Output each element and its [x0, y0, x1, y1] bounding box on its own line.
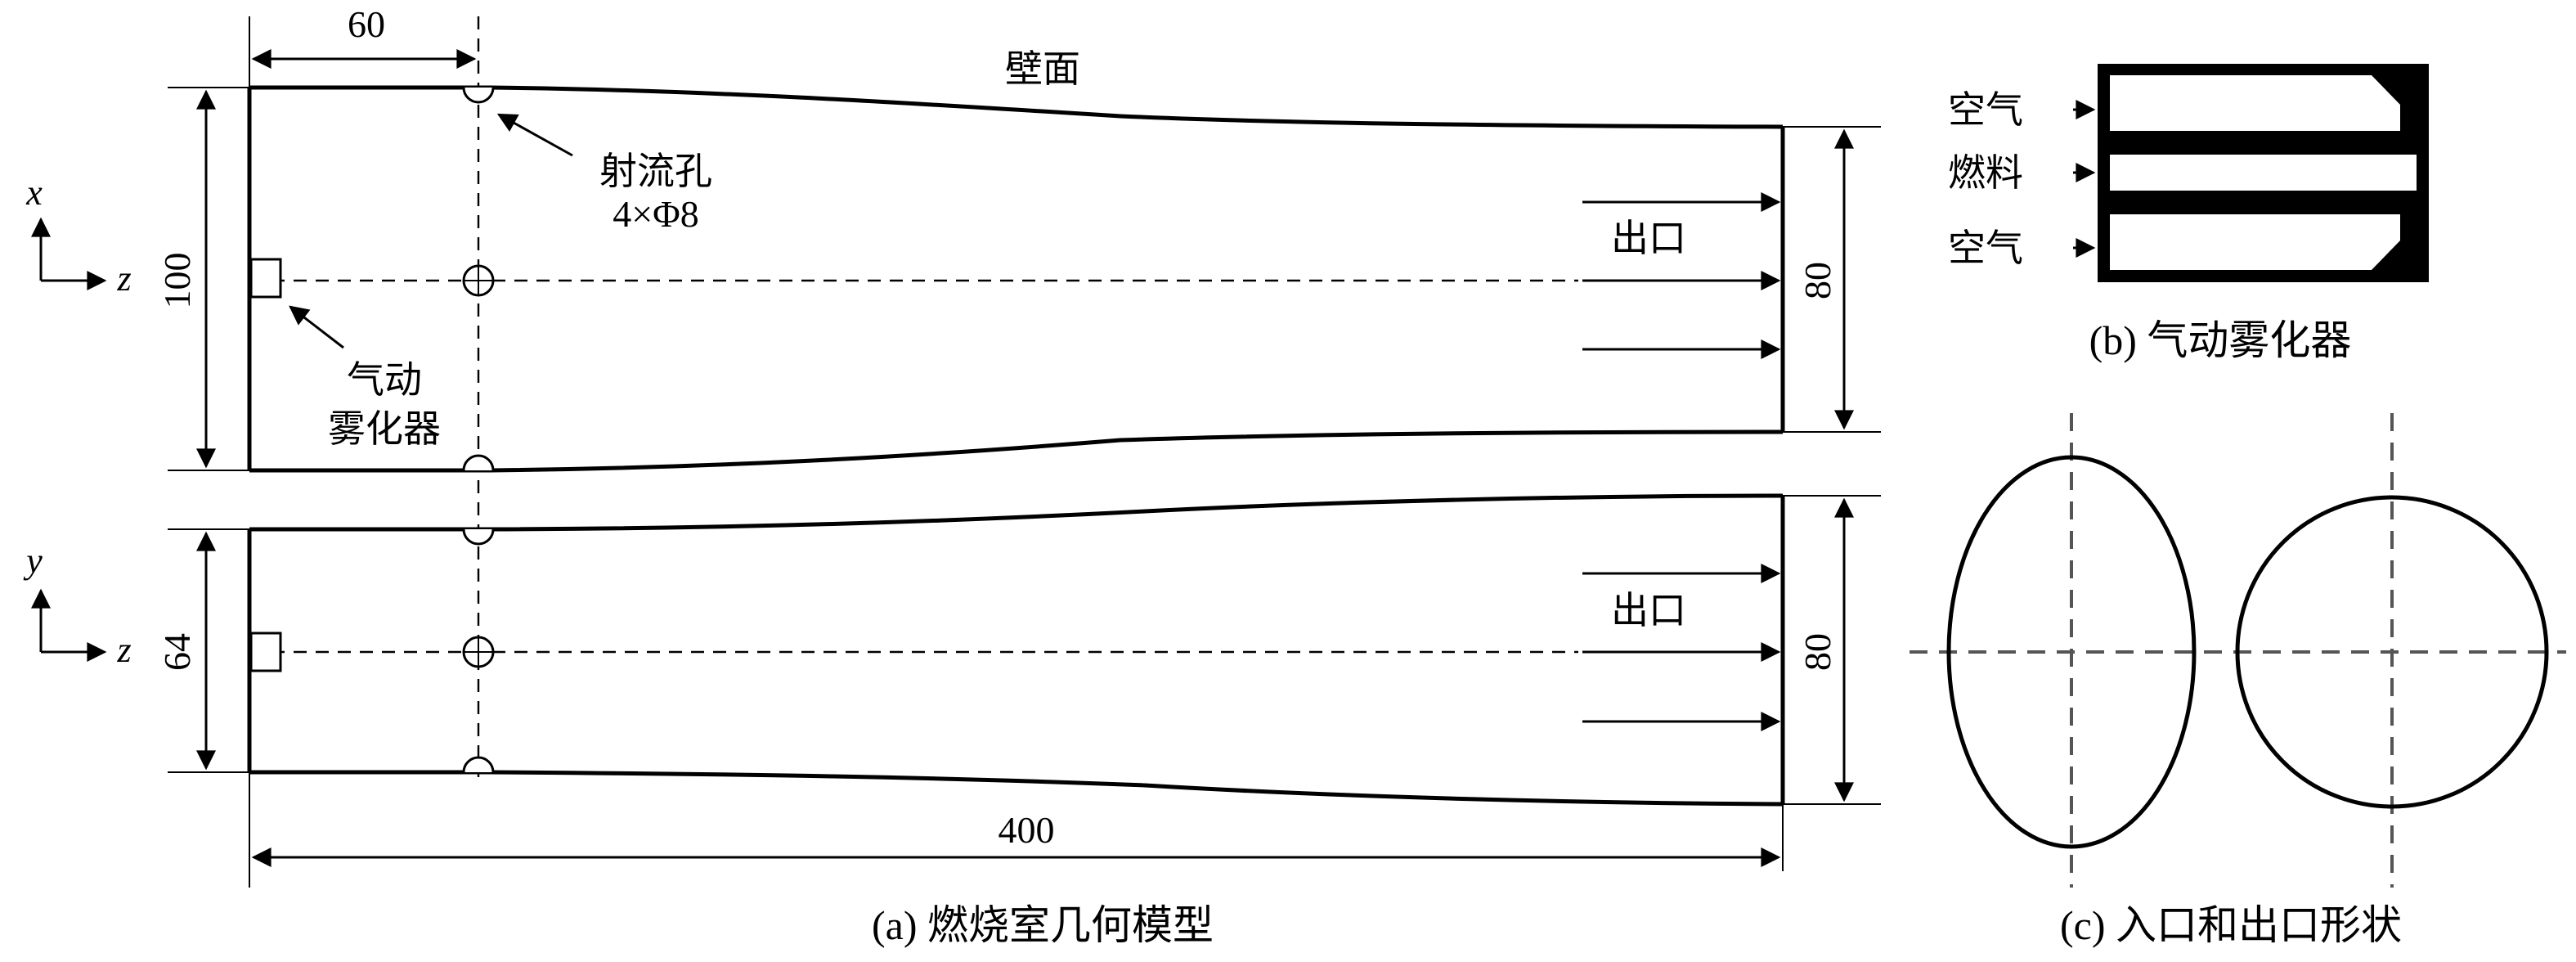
dim-80-bottom-label: 80 — [1797, 633, 1838, 671]
jet-hole-upper — [462, 87, 495, 104]
panel-c-shapes: (c) 入口和出口形状 — [1910, 413, 2566, 948]
atomizer-leader — [289, 305, 344, 349]
air-bottom-label: 空气 — [1948, 227, 2023, 269]
side-atomizer-box — [249, 632, 282, 672]
jet-hole-label: 射流孔 — [599, 151, 712, 192]
side-view: 64 80 400 出口 y z — [23, 493, 1881, 888]
atomizer-label-2: 雾化器 — [328, 408, 441, 450]
panel-a-geometry: 60 100 80 出口 壁面 射流孔 4×Φ8 气动 雾化器 — [23, 3, 1881, 948]
inlet-elliptical-shape — [1946, 455, 2197, 849]
jet-hole-spec: 4×Φ8 — [613, 193, 699, 235]
dim-100-label: 100 — [156, 253, 198, 309]
axis-x-label: x — [25, 173, 43, 213]
air-top-label: 空气 — [1948, 89, 2023, 131]
wall-label: 壁面 — [1005, 48, 1080, 90]
top-view-lower-wall — [249, 429, 1784, 473]
dim-80-top-label: 80 — [1797, 262, 1838, 299]
outlet-circular-shape — [2235, 495, 2549, 809]
side-view-upper-wall — [249, 493, 1784, 532]
fuel-label: 燃料 — [1948, 152, 2023, 194]
axis-z-label-bottom: z — [116, 630, 131, 670]
panel-b-caption: (b) 气动雾化器 — [2089, 317, 2352, 363]
dim-60-label: 60 — [348, 3, 385, 45]
panel-a-caption: (a) 燃烧室几何模型 — [872, 902, 1214, 948]
axis-y-label: y — [23, 541, 43, 581]
atomizer-body — [2098, 64, 2429, 282]
side-view-lower-wall — [249, 770, 1784, 807]
jet-hole-leader — [496, 113, 573, 157]
jet-hole-side-lower — [462, 756, 495, 773]
jet-hole-lower — [462, 454, 495, 471]
dim-400-label: 400 — [999, 809, 1055, 851]
panel-b-atomizer: 空气 燃料 空气 (b) 气动雾化器 — [1948, 64, 2429, 363]
top-view-upper-wall — [249, 85, 1784, 129]
top-view: 60 100 80 出口 壁面 射流孔 4×Φ8 气动 雾化器 — [25, 3, 1881, 777]
jet-hole-side-upper — [462, 528, 495, 546]
dim-64-label: 64 — [156, 633, 198, 671]
atomizer-label-1: 气动 — [347, 359, 422, 401]
axis-z-label-top: z — [116, 258, 131, 299]
outlet-label-bottom: 出口 — [1611, 590, 1686, 632]
top-atomizer-box — [249, 258, 282, 299]
outlet-label-top: 出口 — [1611, 218, 1686, 259]
panel-c-caption: (c) 入口和出口形状 — [2060, 902, 2402, 948]
